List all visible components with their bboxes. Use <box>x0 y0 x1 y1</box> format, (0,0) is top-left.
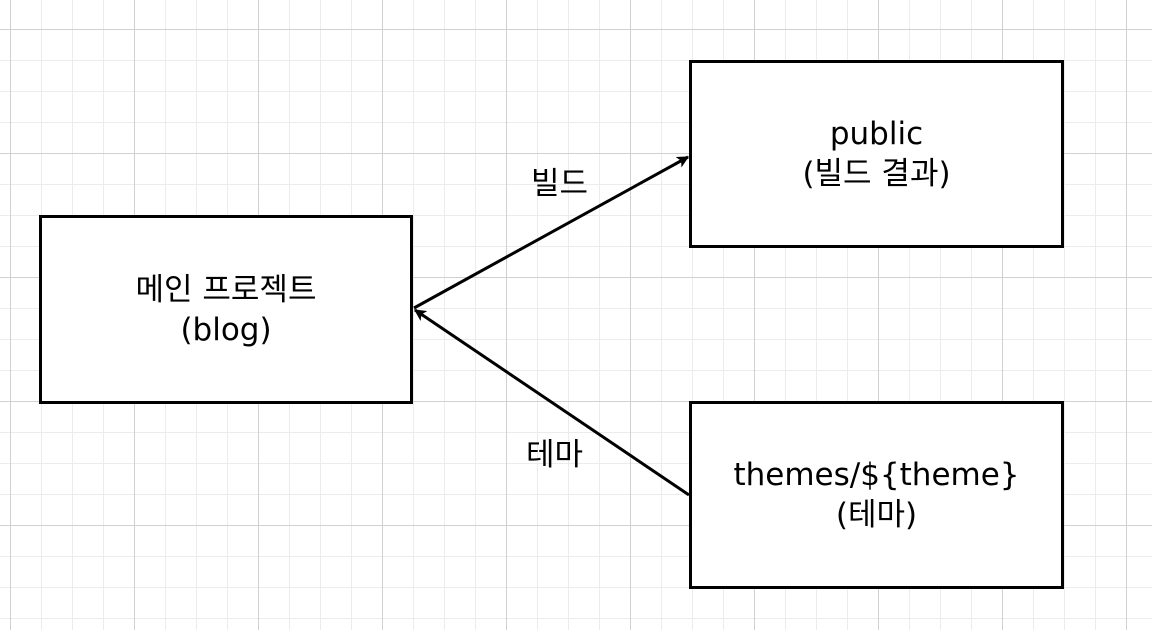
node-public[interactable]: public (빌드 결과) <box>689 60 1064 248</box>
node-main-project[interactable]: 메인 프로젝트 (blog) <box>39 215 413 404</box>
node-themes-title: themes/${theme} <box>733 457 1020 493</box>
edge-label-theme: 테마 <box>526 437 584 473</box>
node-main-project-title: 메인 프로젝트 <box>135 271 317 308</box>
node-main-project-subtitle: (blog) <box>180 311 272 348</box>
node-public-title: public <box>829 116 924 152</box>
node-themes[interactable]: themes/${theme} (테마) <box>689 401 1064 589</box>
node-public-subtitle: (빌드 결과) <box>802 156 951 192</box>
edge-label-build: 빌드 <box>531 166 589 202</box>
node-themes-subtitle: (테마) <box>835 497 918 533</box>
